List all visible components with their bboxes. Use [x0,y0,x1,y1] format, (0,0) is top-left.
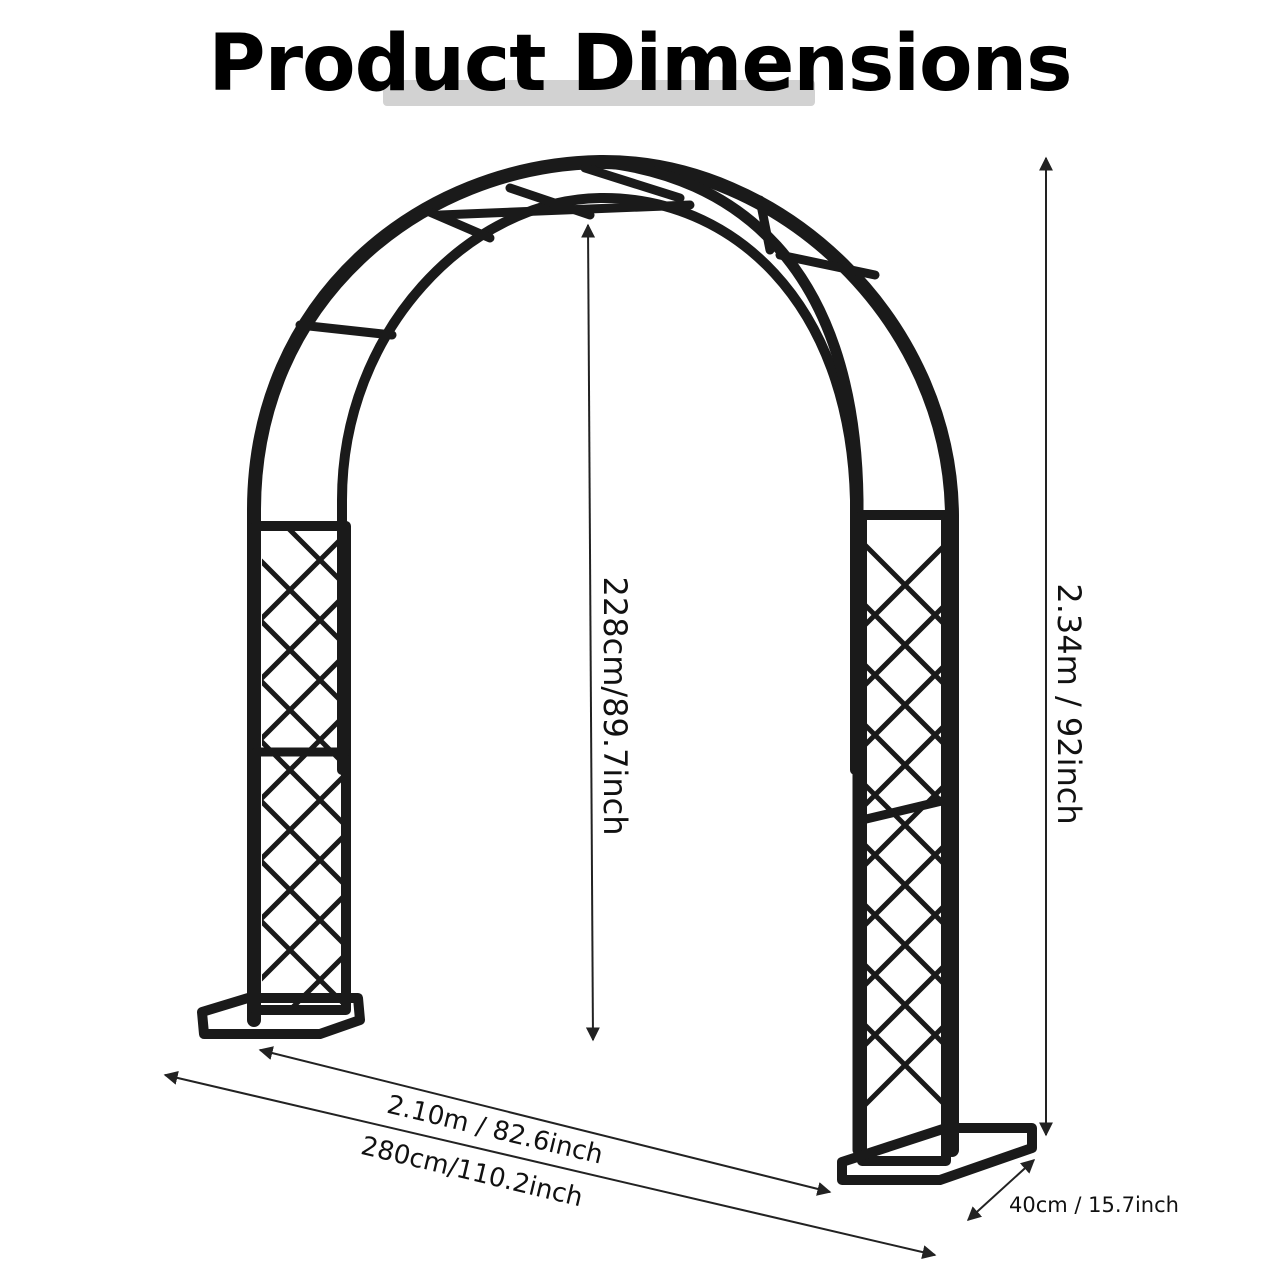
outer-width-line [163,1071,937,1259]
roof-bar-3 [580,163,685,203]
side-bar-left [295,320,397,340]
depth-line [966,1159,1036,1221]
left-base [197,993,365,1039]
inner-width-line [258,1046,832,1196]
roof-bar-4 [435,200,695,220]
depth-label: 40cm / 15.7inch [1009,1193,1179,1217]
left-lattice [262,528,344,1008]
back-arch [337,192,860,775]
right-lattice [866,542,942,1108]
total-height-label: 2.34m / 92inch [1050,583,1088,824]
page-title: Product Dimensions [208,19,1072,109]
right-base [837,1123,1037,1185]
dimension-lines [163,156,1053,1259]
inner-height-line [581,223,600,1042]
roof-bar-5 [755,195,775,255]
inner-height-label: 228cm/89.7inch [596,577,634,836]
roof-bar-6 [775,250,880,280]
right-panel-mid [857,795,951,825]
left-panel [251,521,351,1015]
rear-right-arch [594,156,864,1156]
title-underline-bar [383,80,815,106]
